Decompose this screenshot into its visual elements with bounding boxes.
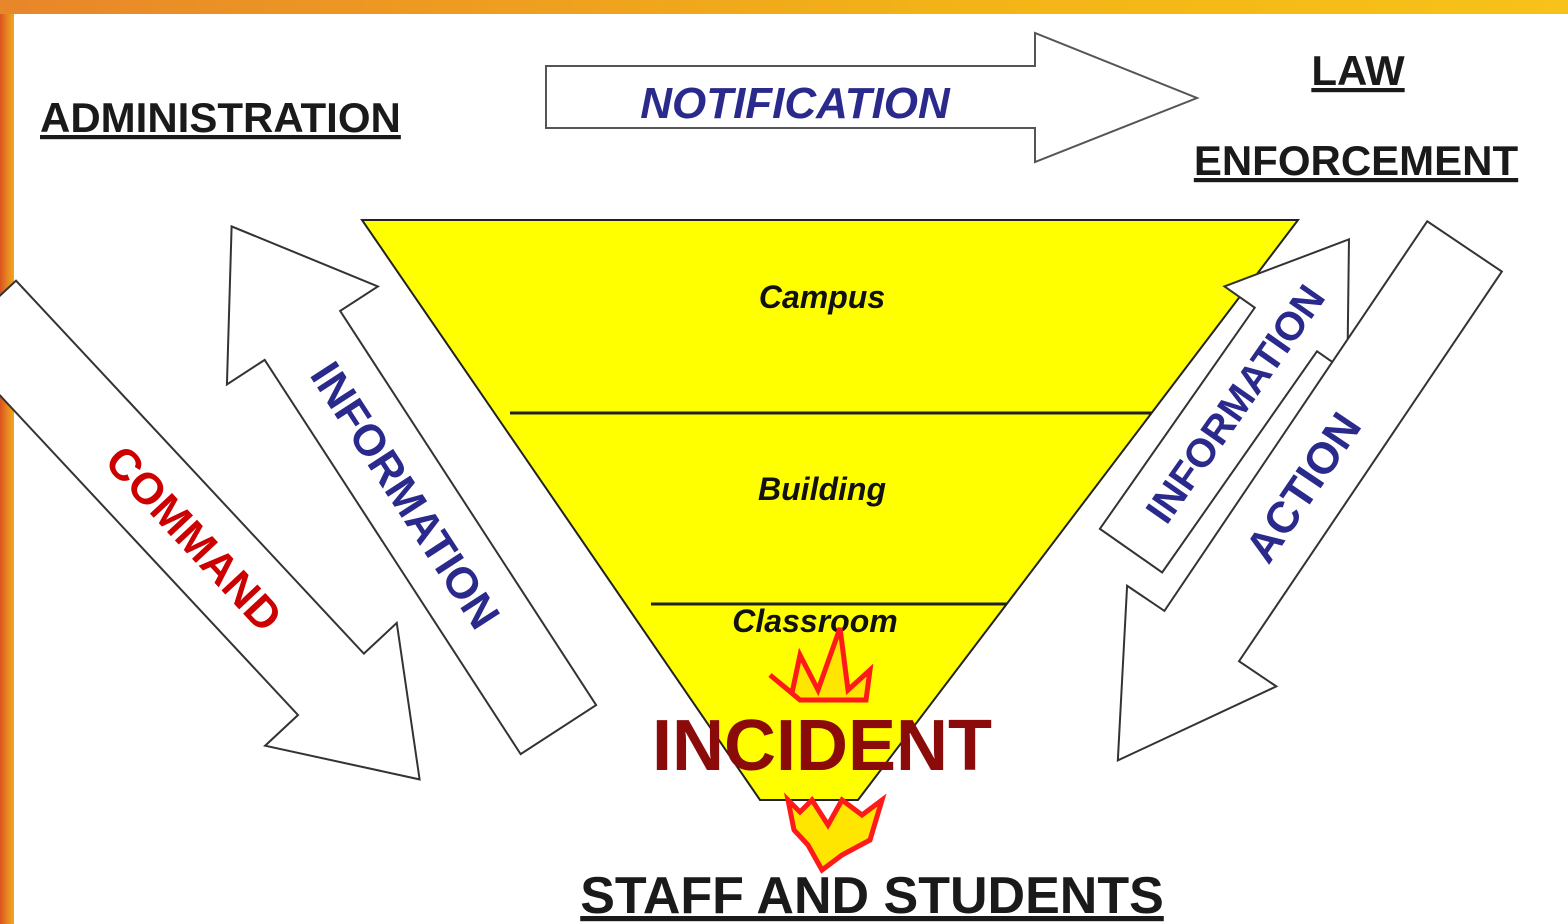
burst-upper <box>768 627 874 703</box>
administration-label: ADMINISTRATION <box>40 94 401 141</box>
burst-lower <box>783 792 887 874</box>
notification-arrow <box>545 31 1200 164</box>
law-label: LAW <box>1311 47 1405 94</box>
left-information-label: INFORMATION <box>300 353 508 637</box>
left-information-arrow <box>225 224 598 756</box>
funnel-level-building: Building <box>758 471 886 507</box>
funnel: Campus Building Classroom <box>360 219 1301 801</box>
command-arrow <box>0 279 421 781</box>
funnel-shape <box>360 219 1301 801</box>
enforcement-label: ENFORCEMENT <box>1194 137 1519 184</box>
notification-label: NOTIFICATION <box>640 79 951 128</box>
incident-label: INCIDENT <box>652 706 992 786</box>
funnel-level-campus: Campus <box>759 279 885 315</box>
action-arrow <box>1116 219 1504 763</box>
command-label: COMMAND <box>96 437 292 642</box>
staff-students-label: STAFF AND STUDENTS <box>580 867 1164 924</box>
right-information-arrow <box>1098 237 1350 574</box>
incident-burst <box>768 627 887 874</box>
funnel-level-classroom: Classroom <box>732 603 897 639</box>
top-border <box>0 0 1568 14</box>
